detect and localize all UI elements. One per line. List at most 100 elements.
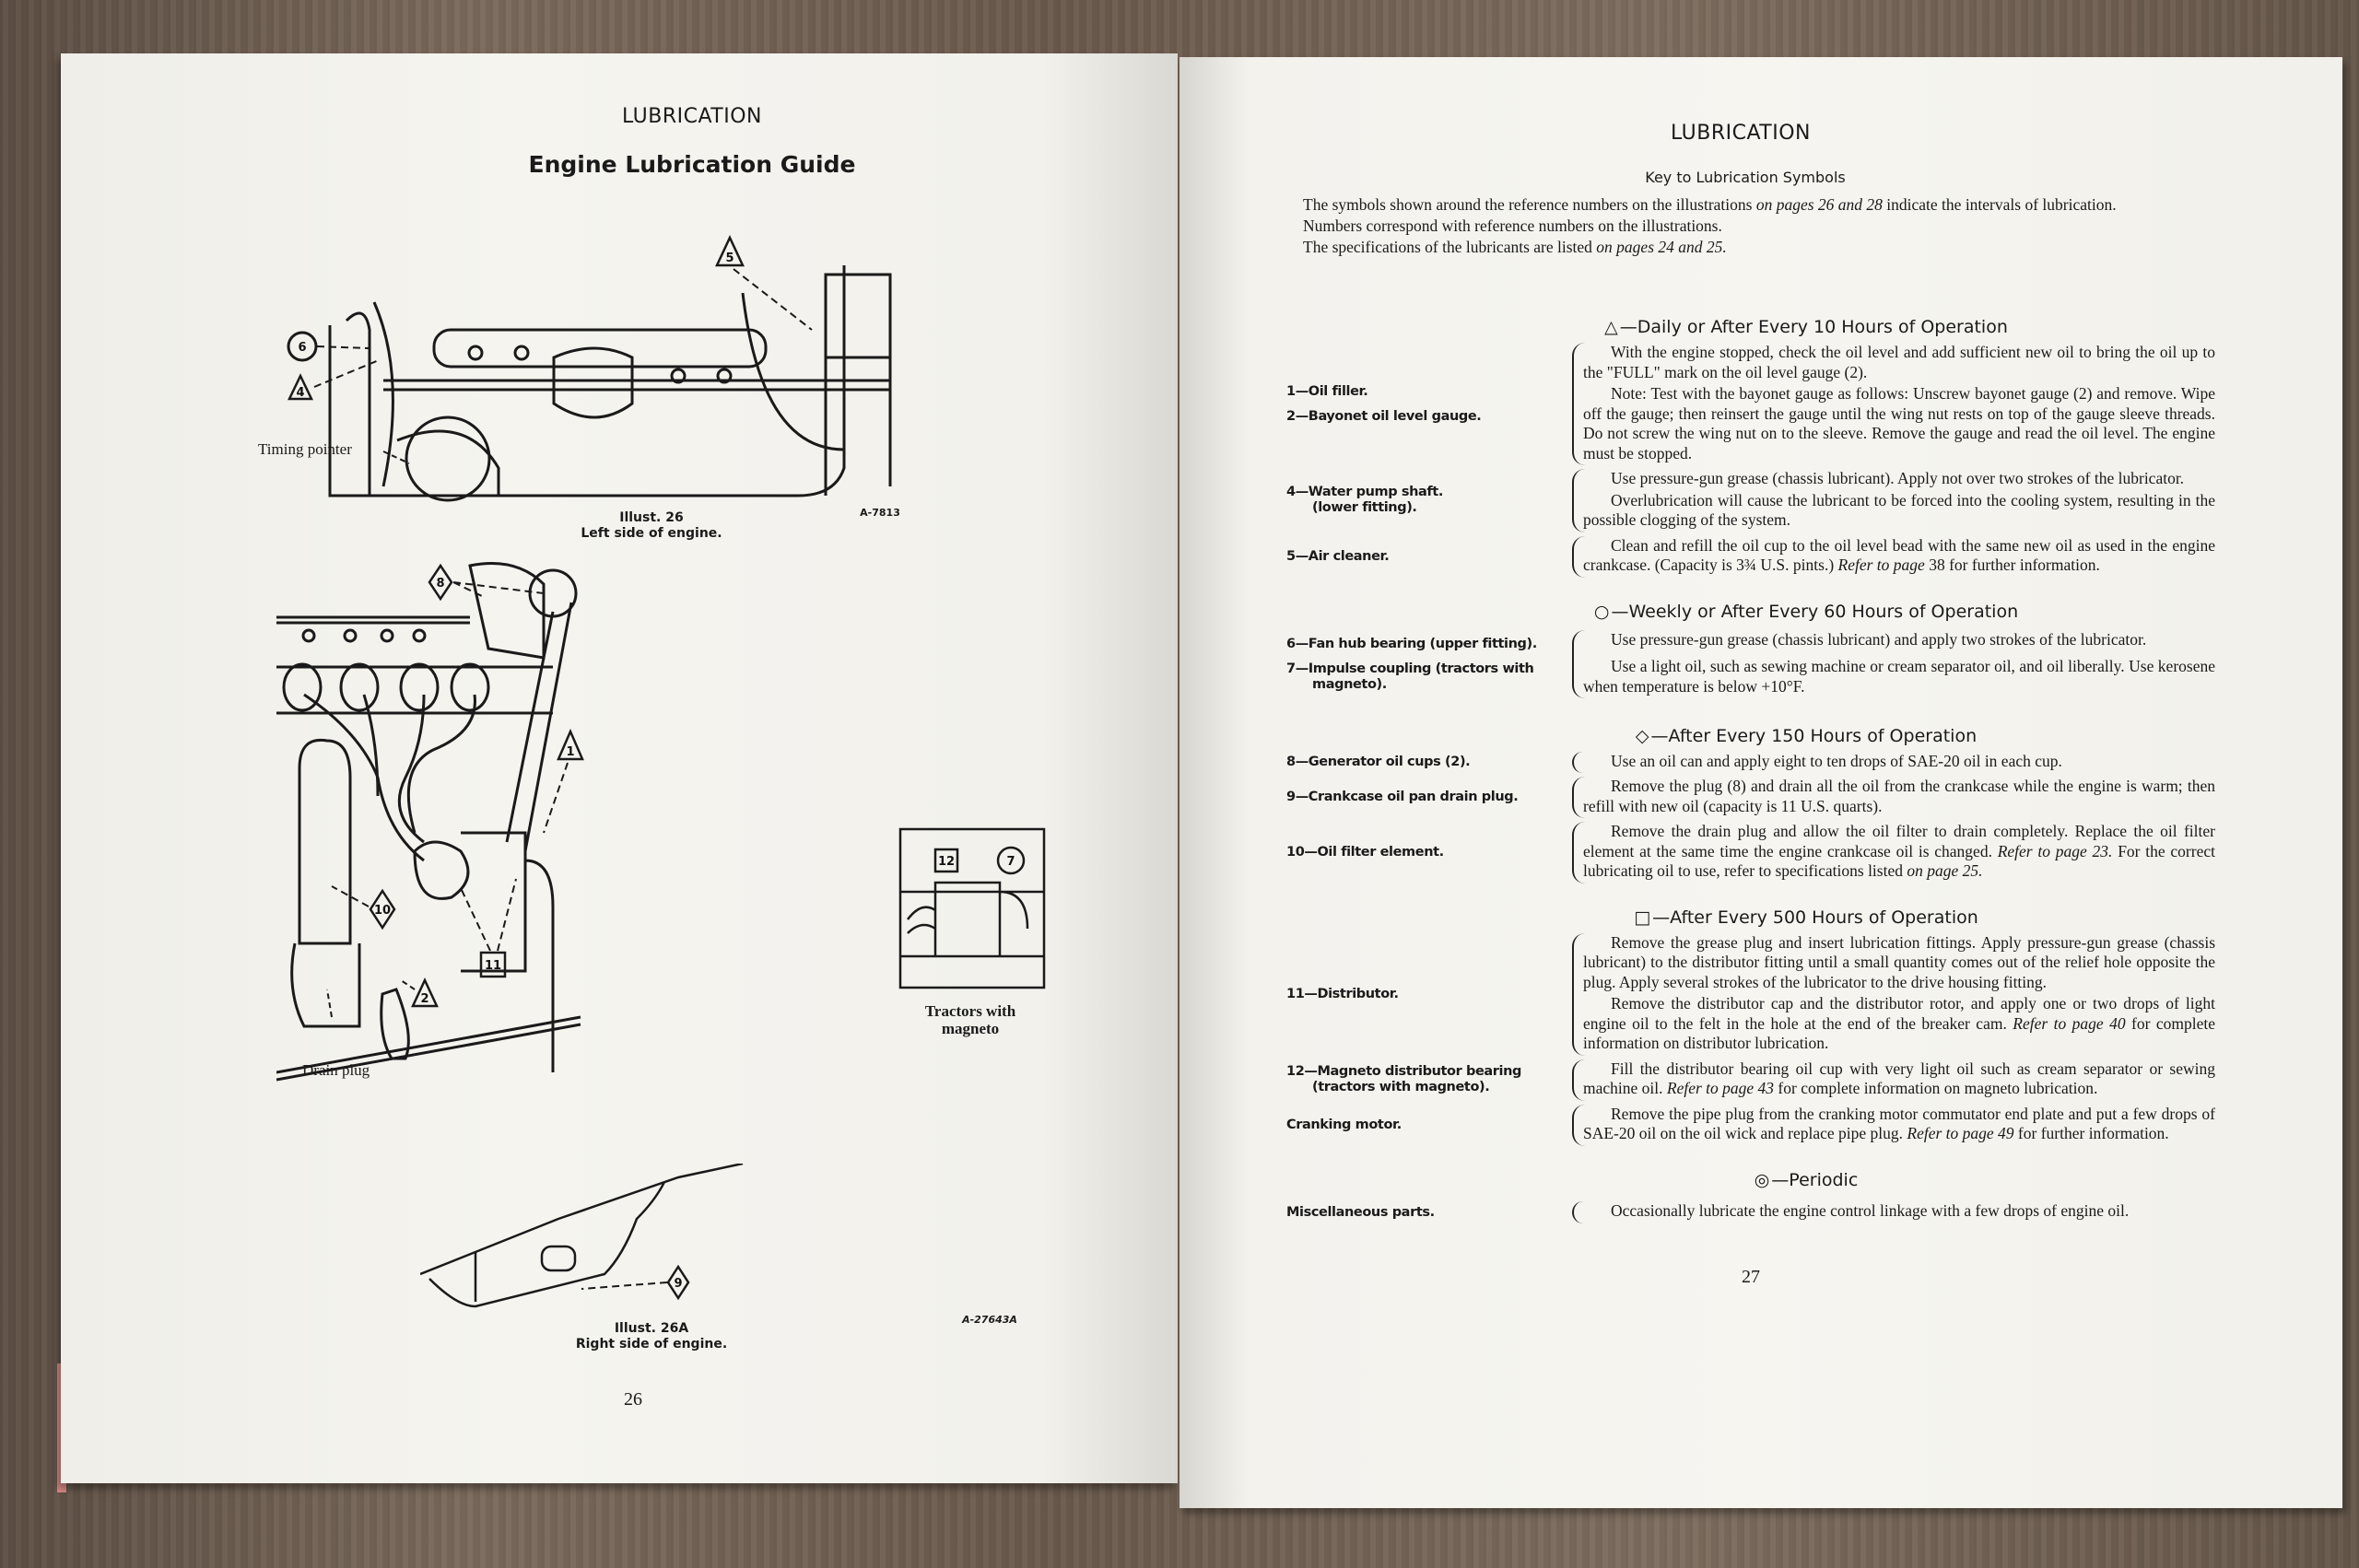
drain-plug-label: Drain plug: [302, 1061, 370, 1079]
caption-line: Illust. 26A: [614, 1321, 689, 1336]
item-label: Cranking motor.: [1286, 1117, 1402, 1132]
item-label: 8—Generator oil cups (2).: [1286, 754, 1471, 769]
text: Test with the bayonet gauge as follows: …: [1583, 384, 2215, 462]
item-description: Remove the pipe plug from the cranking m…: [1572, 1104, 2215, 1146]
item-label: 1—Oil filler.: [1286, 383, 1368, 399]
callout-5: 5: [725, 252, 734, 265]
text: Remove the distributor cap and the distr…: [1583, 994, 2215, 1033]
item-description: With the engine stopped, check the oil l…: [1572, 343, 2215, 465]
item-label: magneto).: [1312, 676, 1387, 692]
item-labels: 9—Crankcase oil pan drain plug.: [1286, 790, 1572, 805]
paragraph: Use an oil can and apply eight to ten dr…: [1611, 751, 2062, 770]
illustration-engine-right-side: 8 1 10 11 2: [276, 562, 584, 1082]
paragraph: Remove the grease plug and insert lubric…: [1583, 932, 2215, 991]
list-item: 1—Oil filler.2—Bayonet oil level gauge. …: [1286, 343, 2215, 465]
square-symbol-icon: □: [1634, 907, 1651, 928]
page-reference: Refer to page 40: [2013, 1013, 2126, 1033]
item-description: Use pressure-gun grease (chassis lubrica…: [1572, 629, 2215, 699]
list-item: 5—Air cleaner. Clean and refill the oil …: [1286, 535, 2215, 578]
section-heading-150-hours: ◇—After Every 150 Hours of Operation: [1397, 726, 2215, 746]
caption-line: Left side of engine.: [581, 526, 722, 541]
text: Remove the drain plug and allow the oil …: [1583, 822, 2215, 860]
illustration-left-side-engine: 6 4 5: [287, 235, 892, 502]
section-heading-daily: △—Daily or After Every 10 Hours of Opera…: [1397, 317, 2215, 337]
item-label: 2—Bayonet oil level gauge.: [1286, 408, 1482, 424]
page-reference: on pages 24 and 25.: [1596, 238, 1727, 256]
callout-7: 7: [1006, 855, 1015, 869]
callout-6: 6: [298, 341, 306, 355]
item-label: 4—Water pump shaft.: [1286, 485, 1443, 500]
text: for further information.: [2013, 1124, 2169, 1142]
figure-code: A-7813: [860, 507, 900, 519]
illust-26-caption: Illust. 26 Left side of engine.: [581, 510, 722, 542]
item-description: Remove the grease plug and insert lubric…: [1572, 932, 2215, 1056]
item-label: (lower fitting).: [1312, 500, 1417, 516]
text: Remove the pipe plug from the cranking m…: [1583, 1104, 2215, 1143]
section-heading-weekly: ○—Weekly or After Every 60 Hours of Oper…: [1397, 602, 2215, 622]
text: indicate the intervals of lubrication.: [1882, 195, 2117, 214]
lubrication-schedule: △—Daily or After Every 10 Hours of Opera…: [1286, 304, 2215, 1288]
paragraph: Occasionally lubricate the engine contro…: [1611, 1201, 2130, 1221]
paragraph: Fill the distributor bearing oil cup wit…: [1583, 1059, 2215, 1099]
paragraph: Use pressure-gun grease (chassis lubrica…: [1611, 469, 2185, 487]
item-description: Occasionally lubricate the engine contro…: [1572, 1201, 2215, 1223]
heading-text: —Weekly or After Every 60 Hours of Opera…: [1611, 601, 2019, 622]
running-head: LUBRICATION: [621, 105, 763, 128]
item-label: Miscellaneous parts.: [1286, 1204, 1435, 1220]
list-item: 8—Generator oil cups (2). Use an oil can…: [1286, 751, 2215, 773]
item-label: 5—Air cleaner.: [1286, 548, 1390, 564]
illust-26a-caption: Illust. 26A Right side of engine.: [576, 1321, 727, 1352]
callout-1: 1: [566, 745, 574, 759]
callout-8: 8: [436, 577, 444, 591]
inset-caption: Tractors with magneto: [925, 1002, 1015, 1037]
page-number: 27: [1742, 1266, 1760, 1287]
item-labels: Miscellaneous parts.: [1286, 1196, 1572, 1230]
paragraph: Note: Test with the bayonet gauge as fol…: [1583, 384, 2215, 463]
text: For the correct lubricating oil to use, …: [1583, 841, 2215, 881]
item-label: 9—Crankcase oil pan drain plug.: [1286, 790, 1519, 804]
item-label: 11—Distributor.: [1286, 986, 1399, 1001]
note-label: Note:: [1611, 384, 1647, 403]
page-reference: Refer to page 23.: [1997, 841, 2113, 860]
page-number: 26: [624, 1389, 642, 1410]
page-reference: Refer to page 49: [1907, 1124, 2014, 1142]
item-description: Remove the plug (8) and drain all the oi…: [1572, 777, 2215, 818]
item-description: Remove the drain plug and allow the oil …: [1572, 822, 2215, 883]
list-item: 4—Water pump shaft.(lower fitting). Use …: [1286, 469, 2215, 532]
paragraph: Use pressure-gun grease (chassis lubrica…: [1611, 629, 2147, 649]
illustration-right-side-engine: 9: [420, 1164, 744, 1308]
list-item: Miscellaneous parts. Occasionally lubric…: [1286, 1196, 2215, 1230]
item-description: Clean and refill the oil cup to the oil …: [1572, 535, 2215, 578]
caption-line: Right side of engine.: [575, 1337, 728, 1352]
magneto-inset: 12 7: [898, 827, 1046, 989]
callout-10: 10: [374, 904, 391, 918]
paragraph: Remove the plug (8) and drain all the oi…: [1583, 777, 2215, 815]
circle-symbol-icon: ○: [1593, 601, 1610, 622]
item-label: 12—Magneto distributor bearing: [1286, 1064, 1522, 1079]
list-item: 12—Magneto distributor bearing(tractors …: [1286, 1059, 2215, 1101]
item-labels: 8—Generator oil cups (2).: [1286, 755, 1572, 770]
text: Fill the distributor bearing oil cup wit…: [1583, 1059, 2215, 1098]
caption-line: magneto: [941, 1020, 1000, 1037]
item-labels: 12—Magneto distributor bearing(tractors …: [1286, 1064, 1572, 1095]
caption-line: Illust. 26: [619, 510, 684, 525]
key-subtitle: Key to Lubrication Symbols: [1645, 169, 1846, 186]
list-item: 9—Crankcase oil pan drain plug. Remove t…: [1286, 777, 2215, 818]
heading-text: —After Every 150 Hours of Operation: [1650, 725, 1978, 746]
running-head: LUBRICATION: [1670, 122, 1812, 145]
page-reference: Refer to page: [1837, 556, 1925, 574]
item-labels: 10—Oil filter element.: [1286, 836, 1572, 870]
paragraph: Remove the drain plug and allow the oil …: [1583, 822, 2215, 882]
left-page: LUBRICATION Engine Lubrication Guide 6 4…: [61, 53, 1178, 1483]
text: 38 for further information.: [1924, 556, 2100, 574]
intro-paragraph: The symbols shown around the reference n…: [1275, 195, 2215, 215]
section-heading-periodic: ◎—Periodic: [1397, 1170, 2215, 1190]
callout-2: 2: [420, 992, 428, 1006]
diamond-symbol-icon: ◇: [1635, 725, 1649, 746]
item-label: 6—Fan hub bearing (upper fitting).: [1286, 636, 1537, 651]
figure-code: A-27643A: [962, 1314, 1017, 1326]
text: The symbols shown around the reference n…: [1303, 195, 1756, 214]
item-labels: Cranking motor.: [1286, 1108, 1572, 1142]
intro-text: The symbols shown around the reference n…: [1275, 195, 2215, 259]
item-label: (tractors with magneto).: [1312, 1080, 1490, 1094]
